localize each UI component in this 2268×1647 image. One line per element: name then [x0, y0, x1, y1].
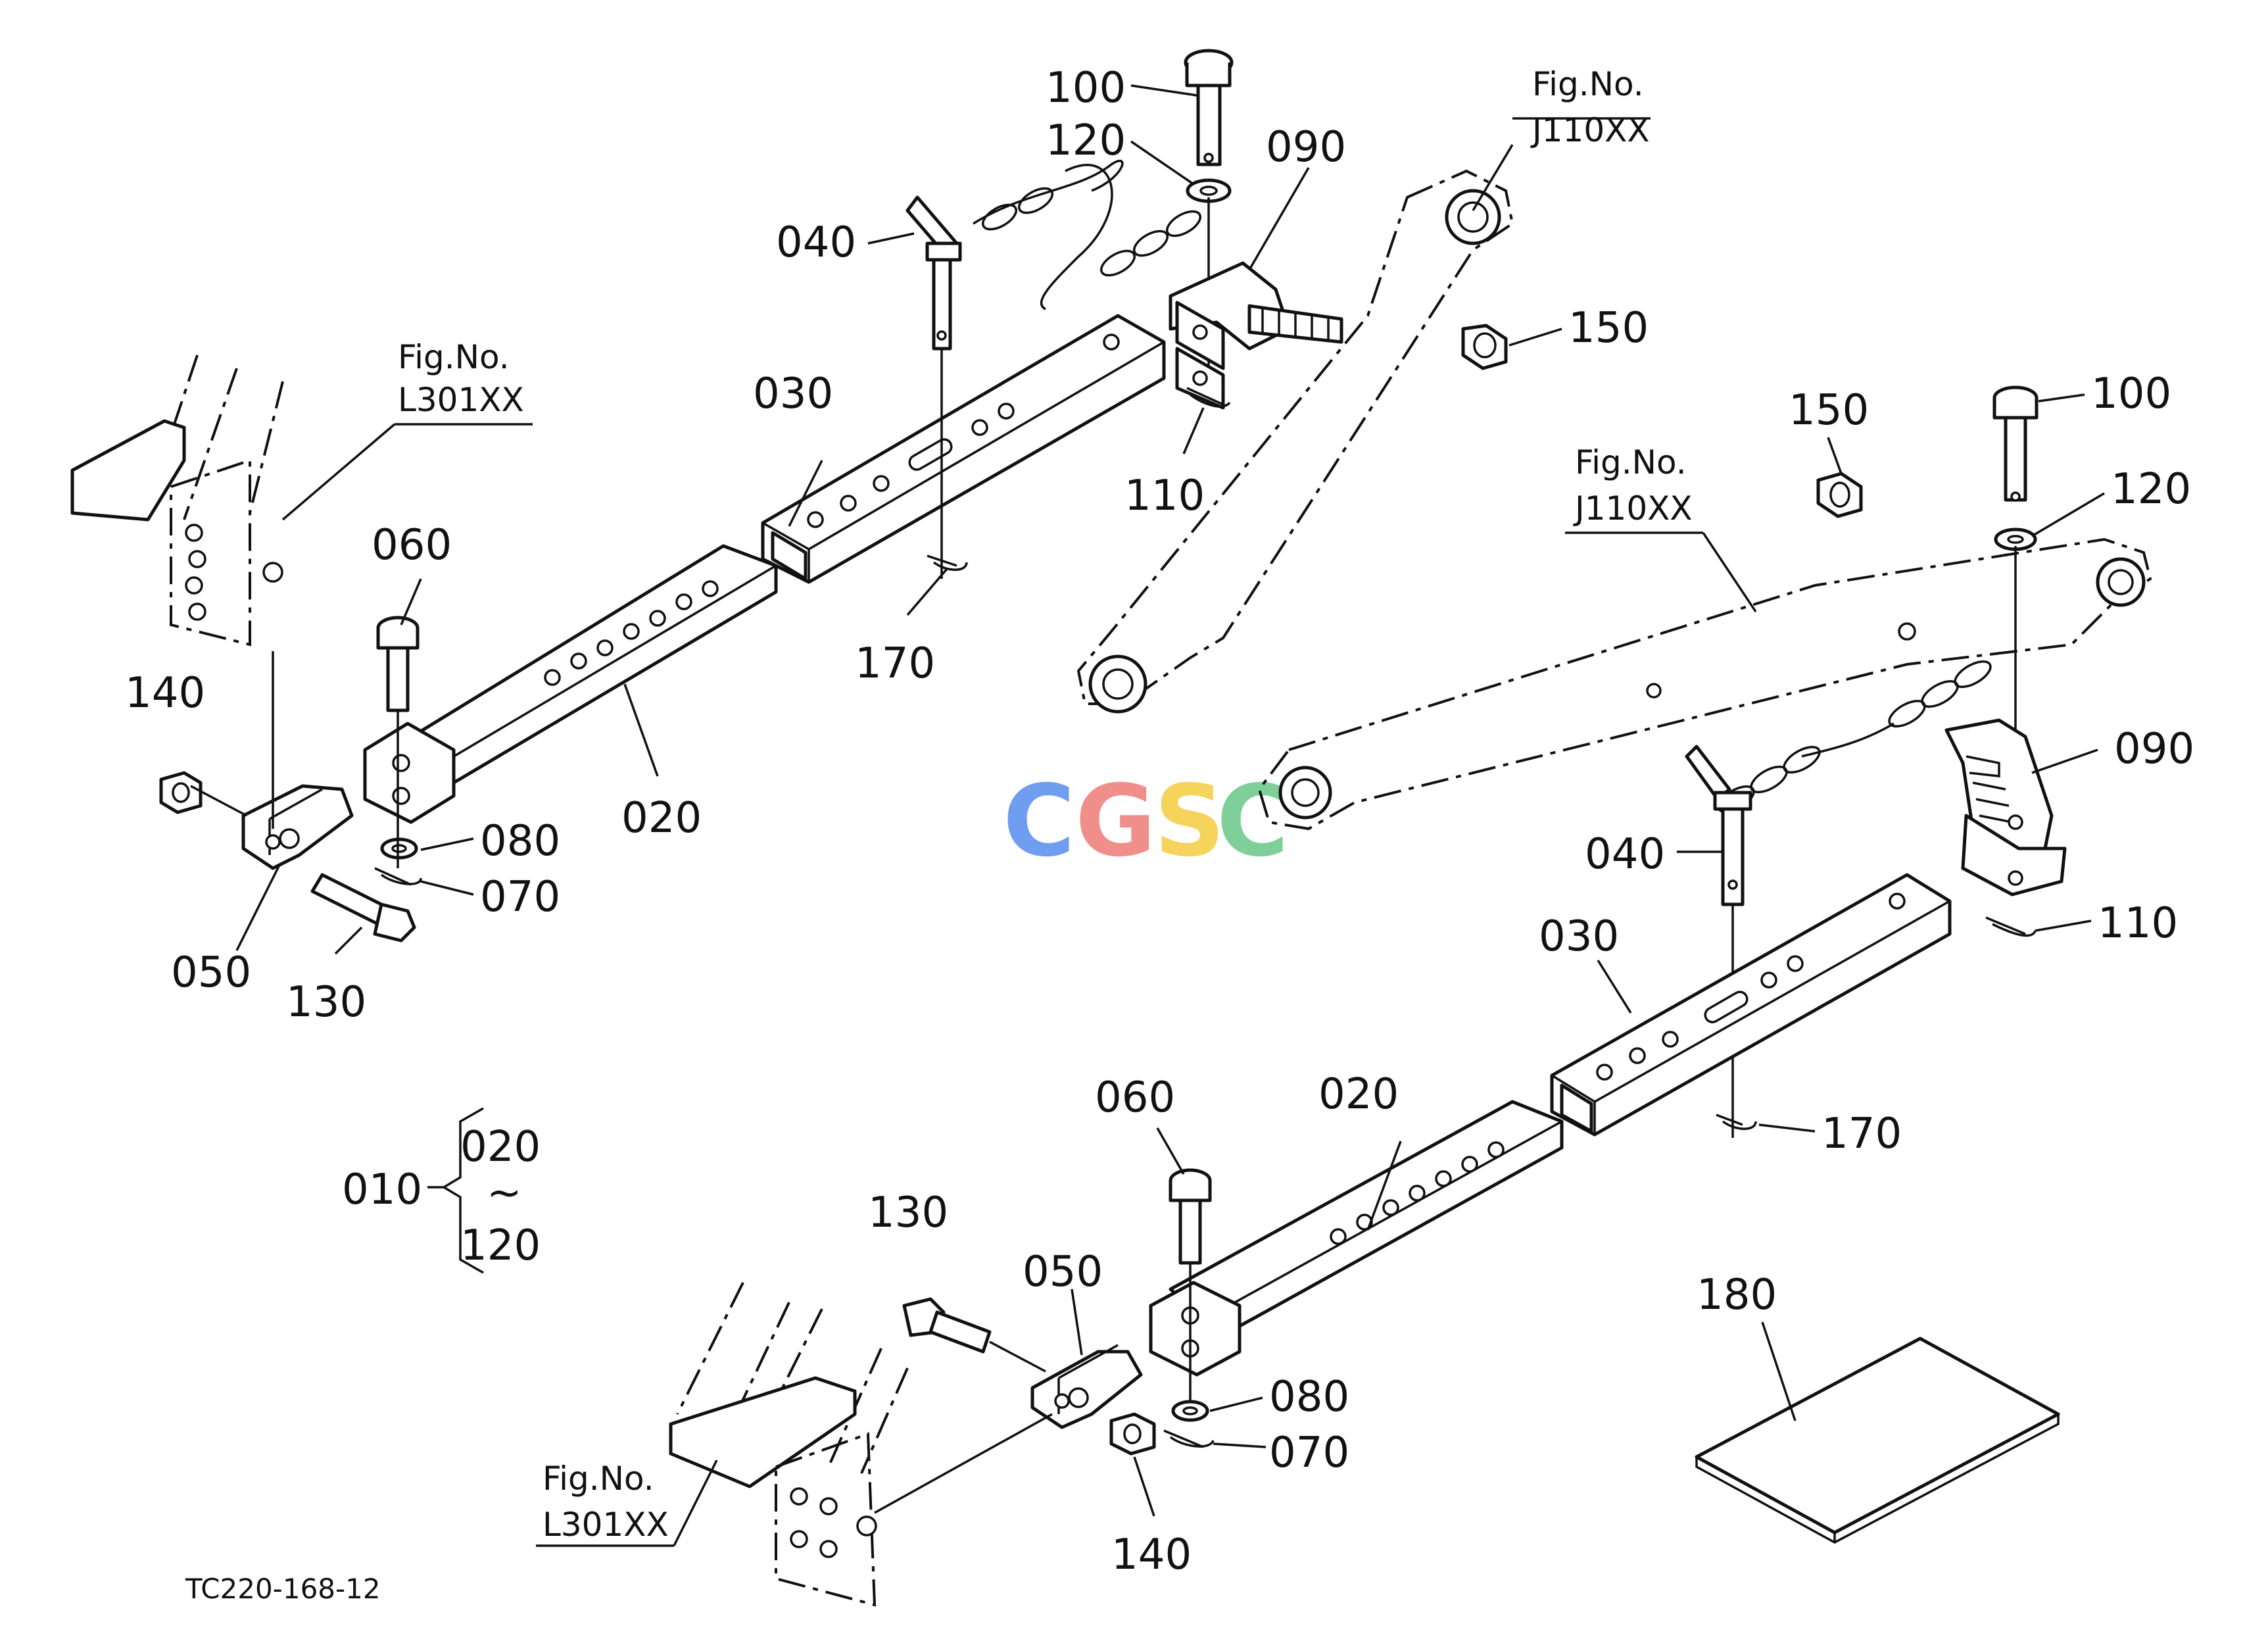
- check-chain-pin-040-upper: [905, 159, 1201, 579]
- watermark-logo: C G S C: [1003, 764, 1289, 879]
- pin-060-bottom: [1169, 1168, 1212, 1414]
- nut-150-right: [1816, 472, 1863, 518]
- nut-140-upper: [159, 771, 203, 814]
- fig-ref-top-line2: J110XX: [1530, 111, 1650, 149]
- callout-150-right: 150: [1789, 386, 1869, 435]
- cotter-pin-170-right: [1716, 1114, 1757, 1130]
- sleeve-030-upper: [761, 314, 1166, 584]
- tractor-frame-bottom: [669, 1282, 1053, 1607]
- callout-110-right: 110: [2098, 899, 2178, 948]
- callout-130: 130: [286, 978, 366, 1027]
- drawing-code: TC220-168-12: [185, 1573, 381, 1605]
- bolt-130-bottom: [902, 1297, 1046, 1373]
- bolt-130-upper: [310, 873, 416, 943]
- watermark-letter: G: [1075, 764, 1156, 879]
- fig-ref-top-line1: Fig.No.: [1532, 65, 1644, 103]
- tractor-frame-upper: [70, 355, 284, 647]
- end-clevis-050-bottom: [1030, 1344, 1143, 1429]
- watermark-letter: S: [1154, 764, 1225, 879]
- cotter-pin-110-upper: [1186, 387, 1231, 408]
- cotter-pin-070-bottom: [1163, 1429, 1215, 1448]
- chain-bracket-090-upper: [1169, 261, 1343, 410]
- fig-ref-left-line2: L301XX: [398, 381, 524, 419]
- watermark-letter: C: [1003, 764, 1075, 879]
- callout-180: 180: [1697, 1271, 1777, 1319]
- fig-ref-bottom-line1: Fig.No.: [543, 1460, 654, 1498]
- nut-150-upper: [1461, 324, 1508, 370]
- fig-ref-left-line1: Fig.No.: [398, 338, 510, 376]
- assembly-from: 020: [460, 1123, 541, 1171]
- pin-100-upper: [1184, 49, 1234, 368]
- lift-arm-right: [1257, 537, 2152, 831]
- callout-070: 070: [480, 873, 560, 922]
- callout-070-bottom: 070: [1269, 1429, 1349, 1477]
- sleeve-030-right: [1550, 873, 1952, 1137]
- callout-110: 110: [1124, 472, 1205, 520]
- cotter-pin-170-upper: [927, 554, 968, 571]
- fig-ref-mid-line2: J110XX: [1573, 489, 1693, 528]
- callout-040-right: 040: [1585, 830, 1665, 879]
- callout-120: 120: [1046, 116, 1126, 165]
- cotter-pin-070-upper: [374, 867, 422, 886]
- callout-060: 060: [372, 521, 452, 570]
- callout-050: 050: [171, 948, 251, 997]
- washer-080-upper: [380, 837, 418, 860]
- callout-030-right: 030: [1539, 912, 1619, 961]
- check-chain-pin-040-right: [1685, 660, 1992, 1138]
- pin-060-upper: [376, 616, 420, 868]
- callout-130-bottom: 130: [868, 1189, 948, 1237]
- callout-020-bottom: 020: [1318, 1070, 1399, 1119]
- fig-ref-bottom-line2: L301XX: [543, 1506, 669, 1544]
- chain-bracket-090-right: [1944, 718, 2067, 897]
- watermark-letter: C: [1217, 764, 1289, 879]
- callout-020: 020: [621, 794, 702, 843]
- lower-link-bar-020-bottom: [1149, 1100, 1564, 1377]
- callout-150: 150: [1568, 304, 1649, 353]
- callout-120-right: 120: [2111, 465, 2191, 514]
- assembly-tilde: ~: [487, 1169, 522, 1217]
- callout-100-right: 100: [2091, 370, 2171, 418]
- lower-link-bar-020-upper: [363, 544, 778, 824]
- callout-040: 040: [776, 218, 856, 267]
- washer-080-bottom: [1171, 1400, 1209, 1422]
- callout-170-right: 170: [1822, 1110, 1902, 1158]
- fig-ref-mid-line1: Fig.No.: [1575, 443, 1687, 481]
- callout-060-bottom: 060: [1095, 1073, 1175, 1122]
- callout-050-bottom: 050: [1023, 1248, 1103, 1296]
- nut-140-bottom: [1109, 1412, 1156, 1456]
- end-clevis-050-upper: [241, 651, 354, 870]
- assembly-group: 010 020 ~ 120: [342, 1123, 541, 1270]
- leader-lines: [190, 84, 2105, 1547]
- assembly-parent: 010: [342, 1166, 422, 1214]
- cotter-pin-110-right: [1985, 916, 2037, 937]
- callout-090-right: 090: [2114, 725, 2194, 774]
- callout-140: 140: [125, 669, 205, 718]
- callout-170: 170: [855, 639, 935, 688]
- callout-labels: 100 120 090 040 150 030 110 170 060 140 …: [125, 64, 2194, 1579]
- operator-manual-180: [1695, 1337, 2060, 1544]
- assembly-to: 120: [460, 1221, 541, 1270]
- callout-090: 090: [1266, 123, 1346, 172]
- callout-080-bottom: 080: [1269, 1373, 1349, 1421]
- callout-080: 080: [480, 817, 560, 866]
- callout-030: 030: [753, 370, 833, 418]
- lift-arm-upper: [1076, 169, 1514, 714]
- callout-140-bottom: 140: [1111, 1531, 1192, 1579]
- callout-100: 100: [1046, 64, 1126, 112]
- figure-references: Fig.No. J110XX Fig.No. L301XX Fig.No. J1…: [398, 65, 1693, 1544]
